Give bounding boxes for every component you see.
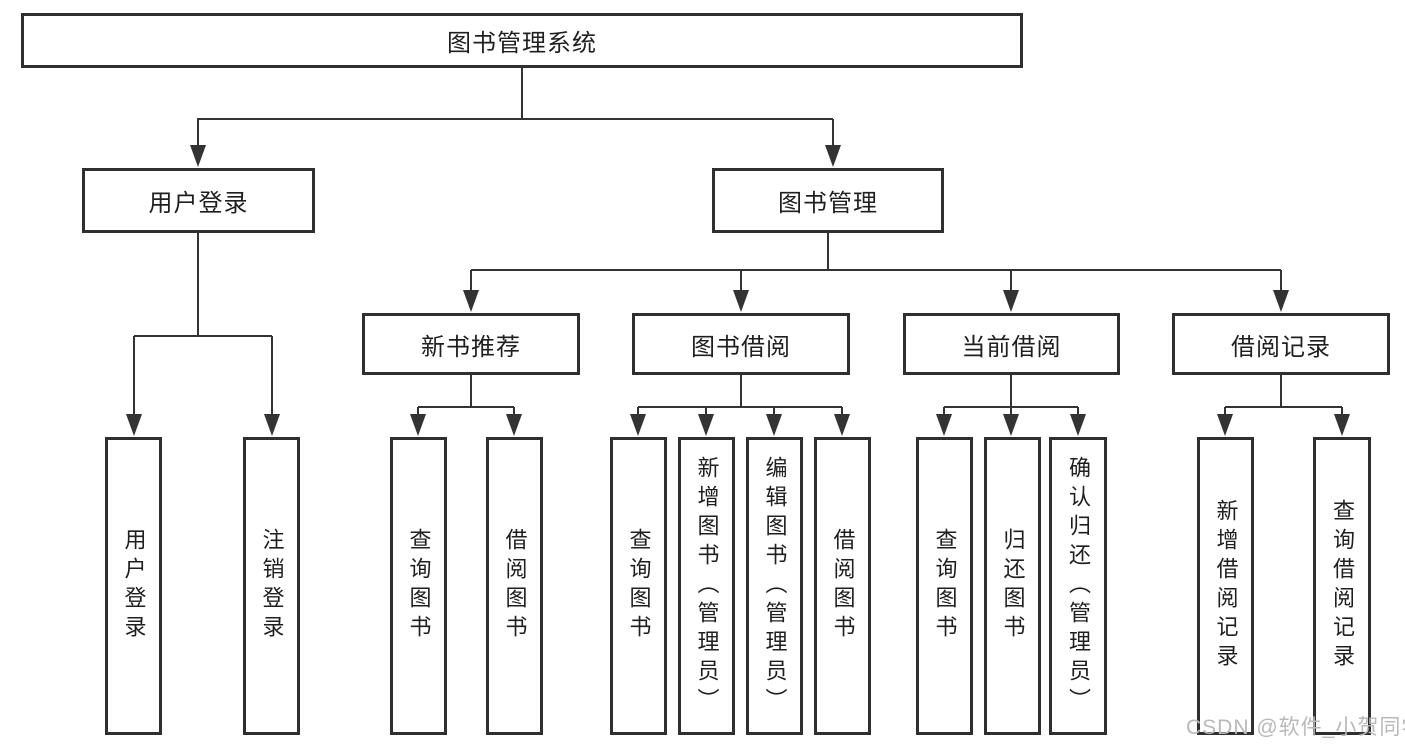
arrowhead: [698, 414, 714, 436]
node-book-borrow: 图书借阅: [632, 313, 850, 375]
arrowhead: [1334, 414, 1350, 436]
connector-user-login-branch: [133, 233, 273, 426]
node-user-login: 用户登录: [82, 168, 315, 233]
arrowhead: [1003, 290, 1019, 312]
arrowhead: [463, 290, 479, 312]
arrowhead: [506, 414, 522, 436]
arrowhead: [834, 414, 850, 436]
leaf-br-query-record: 查询借阅记录: [1313, 437, 1371, 735]
connector-current-borrow-branch: [943, 375, 1079, 426]
arrowhead: [264, 414, 280, 436]
arrowhead: [190, 145, 206, 167]
node-current-borrow: 当前借阅: [903, 313, 1120, 375]
arrowhead: [1273, 290, 1289, 312]
arrowhead: [410, 414, 426, 436]
connector-borrow-records-branch: [1224, 375, 1343, 426]
arrowhead: [1217, 414, 1233, 436]
node-borrow-records: 借阅记录: [1172, 313, 1390, 375]
leaf-bb-borrow-book: 借阅图书: [814, 437, 871, 735]
arrowhead: [1003, 414, 1019, 436]
connector-book-borrow-branch: [637, 375, 843, 426]
connector-new-book-rec-branch: [417, 375, 515, 426]
leaf-logout: 注销登录: [243, 437, 300, 735]
leaf-nbr-borrow-book: 借阅图书: [486, 437, 543, 735]
leaf-cb-query-book: 查询图书: [916, 437, 973, 735]
leaf-user-login: 用户登录: [105, 437, 162, 735]
arrowhead: [825, 145, 841, 167]
arrowhead: [936, 414, 952, 436]
connector-root-to-level2: [197, 68, 834, 158]
connector-book-mgmt-branch: [470, 233, 1282, 302]
arrowhead: [630, 414, 646, 436]
arrowhead: [766, 414, 782, 436]
node-book-mgmt: 图书管理: [712, 168, 944, 233]
arrowhead: [126, 414, 142, 436]
leaf-br-add-record: 新增借阅记录: [1197, 437, 1254, 735]
watermark: CSDN @软件_小贺同学: [1186, 716, 1405, 739]
leaf-bb-edit-book: 编辑图书（管理员）: [746, 437, 803, 735]
leaf-cb-return-book: 归还图书: [984, 437, 1041, 735]
leaf-bb-query-book: 查询图书: [610, 437, 667, 735]
leaf-cb-confirm-return: 确认归还（管理员）: [1049, 437, 1107, 735]
arrowhead: [733, 290, 749, 312]
node-root: 图书管理系统: [21, 13, 1023, 68]
node-new-book-rec: 新书推荐: [362, 313, 580, 375]
arrowhead: [1070, 414, 1086, 436]
leaf-nbr-query-book: 查询图书: [390, 437, 447, 735]
leaf-bb-add-book: 新增图书（管理员）: [678, 437, 735, 735]
